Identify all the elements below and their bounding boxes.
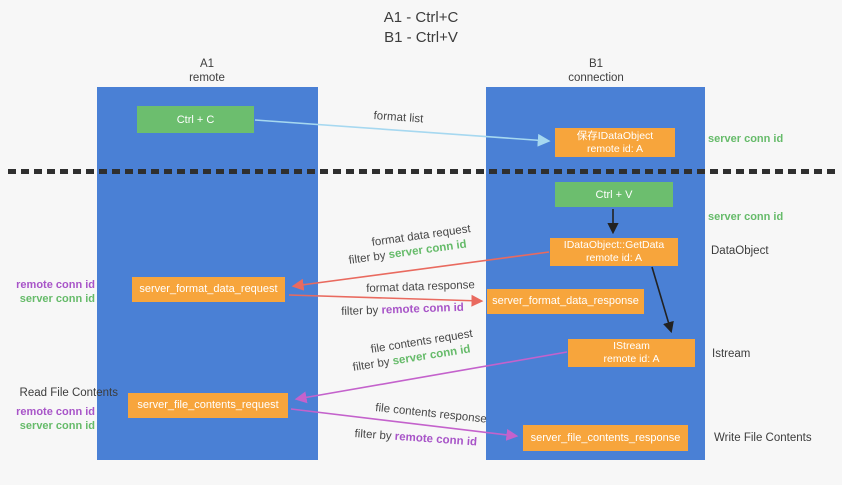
node-ctrl-c-label: Ctrl + C bbox=[176, 113, 215, 126]
label-server-conn-id-mid-left: server conn id bbox=[19, 293, 95, 305]
node-format-request: server_format_data_request bbox=[132, 277, 285, 302]
format-list-arrow bbox=[254, 119, 551, 147]
title-line2: B1 - Ctrl+V bbox=[384, 29, 458, 46]
label-server-conn-id-bottom: server conn id bbox=[19, 420, 95, 432]
node-istream-line1: IStream bbox=[613, 340, 650, 352]
diagram-title: A1 - Ctrl+C B1 - Ctrl+V bbox=[0, 8, 842, 48]
label-dataobject: DataObject bbox=[711, 245, 769, 257]
node-getdata: IDataObject::GetData remote id: A bbox=[550, 238, 678, 266]
label-read-file-contents: Read File Contents bbox=[19, 387, 118, 399]
node-save-dataobject-line1: 保存IDataObject bbox=[576, 129, 654, 142]
node-save-dataobject: 保存IDataObject remote id: A bbox=[555, 128, 675, 157]
format-data-request-arrow bbox=[291, 251, 550, 291]
filter-by-text: filter by bbox=[341, 304, 379, 318]
node-format-response-label: server_format_data_response bbox=[492, 295, 639, 307]
file-contents-response-arrow bbox=[290, 408, 519, 441]
node-istream: IStream remote id: A bbox=[568, 339, 695, 367]
node-istream-line2: remote id: A bbox=[603, 353, 660, 365]
label-istream: Istream bbox=[712, 348, 751, 360]
column-a1-subtitle: remote bbox=[189, 72, 225, 84]
column-b1-subtitle: connection bbox=[568, 72, 624, 84]
node-ctrl-v: Ctrl + V bbox=[555, 182, 673, 207]
phase-divider-dashed-line bbox=[8, 169, 835, 174]
filter-by-text: filter by bbox=[354, 428, 392, 443]
node-file-request-label: server_file_contents_request bbox=[137, 399, 279, 411]
column-b1-name: B1 bbox=[588, 58, 604, 70]
column-a1-name: A1 bbox=[199, 58, 215, 70]
node-save-dataobject-line2: remote id: A bbox=[586, 142, 644, 155]
node-file-response: server_file_contents_response bbox=[523, 425, 688, 451]
node-format-response: server_format_data_response bbox=[487, 289, 644, 314]
node-format-request-label: server_format_data_request bbox=[139, 283, 278, 295]
column-header-b1: B1 connection bbox=[546, 57, 646, 85]
node-file-request: server_file_contents_request bbox=[128, 393, 288, 418]
node-ctrl-c: Ctrl + C bbox=[137, 106, 254, 133]
node-file-response-label: server_file_contents_response bbox=[530, 431, 681, 444]
getdata-to-istream-arrow bbox=[651, 266, 674, 334]
node-ctrl-v-label: Ctrl + V bbox=[595, 188, 633, 201]
format-data-response-arrow bbox=[288, 294, 484, 307]
column-header-a1: A1 remote bbox=[157, 57, 257, 85]
node-getdata-line1: IDataObject::GetData bbox=[563, 239, 665, 251]
title-line1: A1 - Ctrl+C bbox=[383, 9, 459, 26]
label-server-conn-id-mid: server conn id bbox=[708, 211, 784, 223]
node-getdata-line2: remote id: A bbox=[585, 252, 643, 264]
file-contents-request-arrow bbox=[294, 351, 568, 404]
label-remote-conn-id-mid: remote conn id bbox=[16, 279, 95, 291]
label-server-conn-id-top: server conn id bbox=[708, 133, 784, 145]
label-write-file-contents: Write File Contents bbox=[714, 432, 812, 444]
label-remote-conn-id-bottom: remote conn id bbox=[16, 406, 95, 418]
